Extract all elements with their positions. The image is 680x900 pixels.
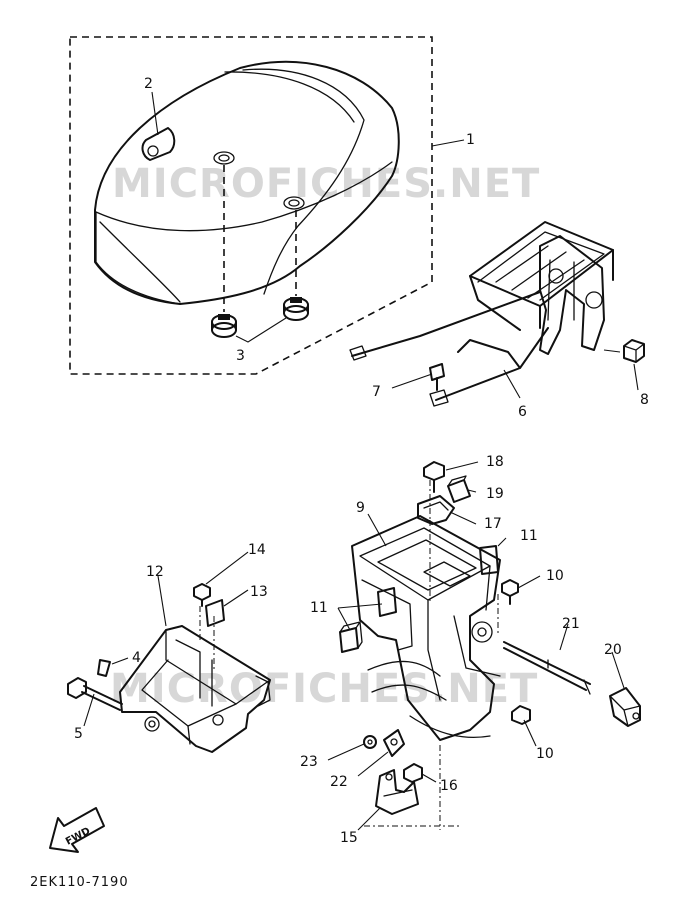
fwd-arrow: FWD bbox=[49, 807, 105, 853]
callout-20: 20 bbox=[604, 642, 622, 658]
damper-11-mid bbox=[377, 587, 397, 617]
carrier-stay bbox=[349, 291, 549, 407]
bracket-15 bbox=[375, 769, 419, 815]
damper-13 bbox=[205, 599, 225, 627]
callout-22: 22 bbox=[330, 774, 348, 790]
diagram-code: 2EK110-7190 bbox=[30, 875, 129, 890]
callout-16: 16 bbox=[440, 778, 458, 794]
watermark-top: MICROFICHES.NET bbox=[112, 161, 540, 207]
callout-13: 13 bbox=[250, 584, 268, 600]
nut-8 bbox=[603, 339, 645, 363]
callout-10-lower: 10 bbox=[536, 746, 554, 762]
callout-8: 8 bbox=[640, 392, 649, 408]
callout-18: 18 bbox=[486, 454, 504, 470]
callout-14: 14 bbox=[248, 542, 266, 558]
callout-21: 21 bbox=[562, 616, 580, 632]
callout-15: 15 bbox=[340, 830, 358, 846]
bolt-10-lower bbox=[511, 705, 531, 725]
rear-carrier bbox=[469, 221, 614, 355]
callout-labels: 2 1 3 7 6 8 18 19 9 17 11 10 11 21 20 10… bbox=[74, 76, 649, 846]
bolt-5 bbox=[67, 677, 123, 711]
callout-12: 12 bbox=[146, 564, 164, 580]
seat-damper-right bbox=[283, 297, 309, 321]
bolt-10-upper bbox=[501, 579, 519, 605]
callout-10-upper: 10 bbox=[546, 568, 564, 584]
fwd-label: FWD bbox=[64, 826, 92, 848]
bolt-7 bbox=[429, 363, 445, 391]
bolt-16 bbox=[403, 763, 423, 783]
seat-assembly-box bbox=[69, 36, 433, 375]
leader-lines bbox=[83, 91, 639, 831]
damper-11-left bbox=[339, 621, 363, 653]
bracket-17 bbox=[417, 480, 455, 525]
rod-21 bbox=[503, 641, 591, 695]
callout-11-left: 11 bbox=[310, 600, 328, 616]
callout-1: 1 bbox=[466, 132, 475, 148]
watermark-bottom: MICROFICHES.NET bbox=[110, 666, 538, 712]
callout-5: 5 bbox=[74, 726, 83, 742]
bolt-18 bbox=[423, 461, 445, 493]
callout-3: 3 bbox=[236, 348, 245, 364]
bolt-14 bbox=[193, 583, 211, 607]
seat bbox=[94, 60, 400, 305]
clip-4 bbox=[97, 659, 111, 677]
switch-20 bbox=[609, 687, 641, 727]
damper-11-right bbox=[479, 545, 499, 575]
callout-4: 4 bbox=[132, 650, 141, 666]
callout-2: 2 bbox=[144, 76, 153, 92]
clip-22 bbox=[383, 729, 405, 757]
callout-9: 9 bbox=[356, 500, 365, 516]
bracket-12 bbox=[119, 606, 271, 753]
callout-23: 23 bbox=[300, 754, 318, 770]
seat-damper-left bbox=[211, 314, 237, 338]
seat-mount-holes bbox=[213, 151, 305, 312]
battery-box-lower-bracket bbox=[367, 660, 491, 739]
callout-11-right: 11 bbox=[520, 528, 538, 544]
seat-latch bbox=[141, 127, 176, 161]
washer-23 bbox=[363, 735, 377, 749]
clip-19 bbox=[447, 475, 471, 503]
callout-6: 6 bbox=[518, 404, 527, 420]
callout-19: 19 bbox=[486, 486, 504, 502]
callout-7: 7 bbox=[372, 384, 381, 400]
callout-17: 17 bbox=[484, 516, 502, 532]
